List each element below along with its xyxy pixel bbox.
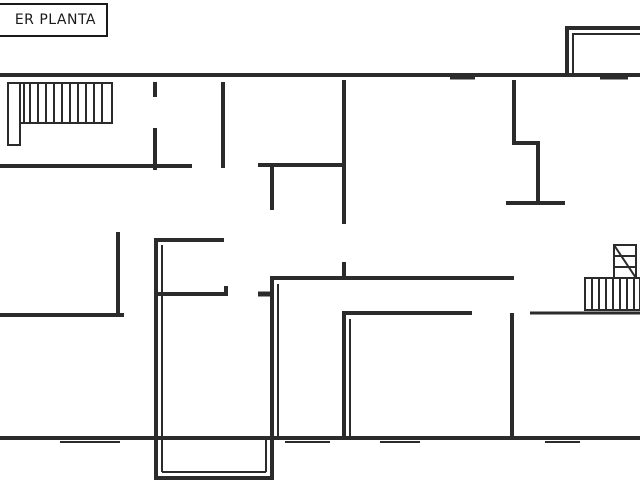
top-right-bay — [565, 26, 640, 75]
interior-walls-upper-left — [0, 80, 346, 224]
bottom-bay — [154, 438, 274, 480]
exterior-walls — [0, 73, 640, 440]
e-shaped-room — [154, 238, 228, 438]
staircase-top-left — [7, 82, 113, 146]
interior-walls-upper-right — [506, 80, 565, 205]
staircase-right — [584, 244, 640, 311]
interior-walls-middle-left — [0, 232, 124, 317]
interior-walls-center — [258, 262, 640, 438]
floor-title-label: ER PLANTA — [14, 12, 96, 28]
floor-title-box: ER PLANTA — [0, 3, 108, 37]
